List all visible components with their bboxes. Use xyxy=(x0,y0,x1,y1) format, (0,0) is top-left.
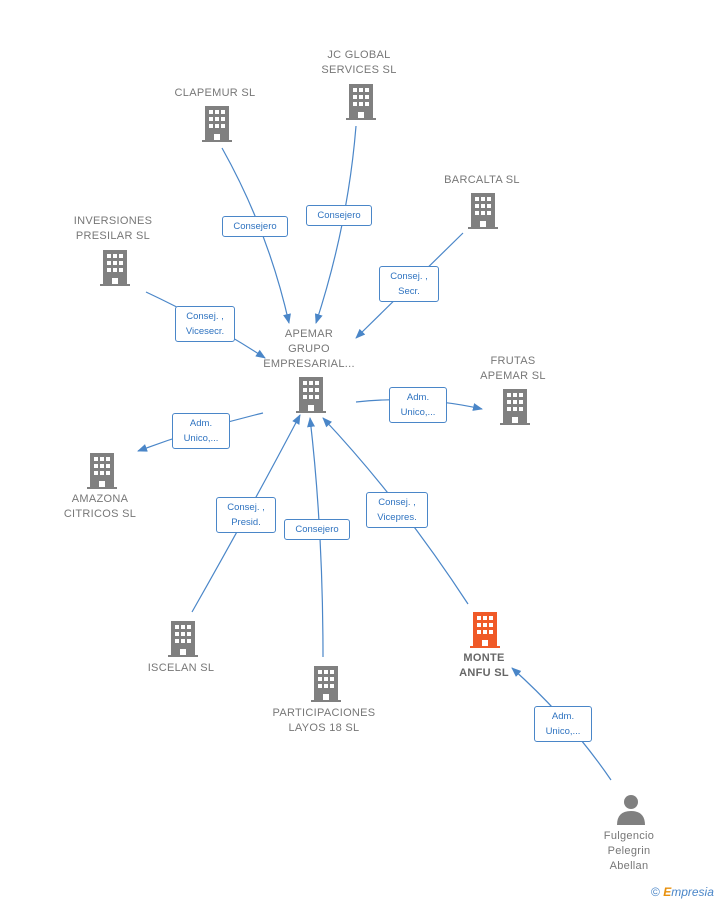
node-label-apemar[interactable]: APEMAR GRUPO EMPRESARIAL... xyxy=(263,328,355,370)
node-label-participaciones[interactable]: PARTICIPACIONES LAYOS 18 SL xyxy=(272,707,376,734)
brand-watermark: © Empresia xyxy=(651,885,714,899)
node-label-monte-anfu[interactable]: MONTE ANFU SL xyxy=(459,652,509,679)
edge-label-participaciones[interactable]: Consejero xyxy=(284,519,350,540)
edge-label-monte[interactable]: Consej. , Vicepres. xyxy=(366,492,428,528)
node-label-barcalta[interactable]: BARCALTA SL xyxy=(444,174,520,186)
node-label-fulgencio[interactable]: Fulgencio Pelegrin Abellan xyxy=(603,830,655,872)
building-icon[interactable] xyxy=(310,666,342,702)
node-label-inversiones[interactable]: INVERSIONES PRESILAR SL xyxy=(73,215,153,242)
building-icon[interactable] xyxy=(499,389,531,425)
person-icon[interactable] xyxy=(615,793,647,825)
node-label-jc-global[interactable]: JC GLOBAL SERVICES SL xyxy=(321,49,397,76)
node-label-amazona[interactable]: AMAZONA CITRICOS SL xyxy=(63,493,137,520)
building-icon[interactable] xyxy=(201,106,233,142)
node-label-frutas[interactable]: FRUTAS APEMAR SL xyxy=(480,355,546,382)
edge-label-amazona[interactable]: Adm. Unico,... xyxy=(172,413,230,449)
building-icon[interactable] xyxy=(99,250,131,286)
edge-label-fulgencio[interactable]: Adm. Unico,... xyxy=(534,706,592,742)
building-icon[interactable] xyxy=(167,621,199,657)
brand-logo-e: E xyxy=(663,885,672,899)
edge-label-clapemur[interactable]: Consejero xyxy=(222,216,288,237)
edge-label-jc-global[interactable]: Consejero xyxy=(306,205,372,226)
brand-logo-text: mpresia xyxy=(671,885,714,899)
building-icon[interactable] xyxy=(345,84,377,120)
building-icon-highlighted[interactable] xyxy=(469,612,501,648)
building-icon[interactable] xyxy=(467,193,499,229)
edge-label-frutas[interactable]: Adm. Unico,... xyxy=(389,387,447,423)
copyright-symbol: © xyxy=(651,885,660,899)
edge-label-barcalta[interactable]: Consej. , Secr. xyxy=(379,266,439,302)
node-label-clapemur[interactable]: CLAPEMUR SL xyxy=(174,87,256,99)
building-icon[interactable] xyxy=(295,377,327,413)
edge-label-iscelan[interactable]: Consej. , Presid. xyxy=(216,497,276,533)
building-icon[interactable] xyxy=(86,453,118,489)
node-label-iscelan[interactable]: ISCELAN SL xyxy=(147,662,215,674)
edge-label-inversiones[interactable]: Consej. , Vicesecr. xyxy=(175,306,235,342)
